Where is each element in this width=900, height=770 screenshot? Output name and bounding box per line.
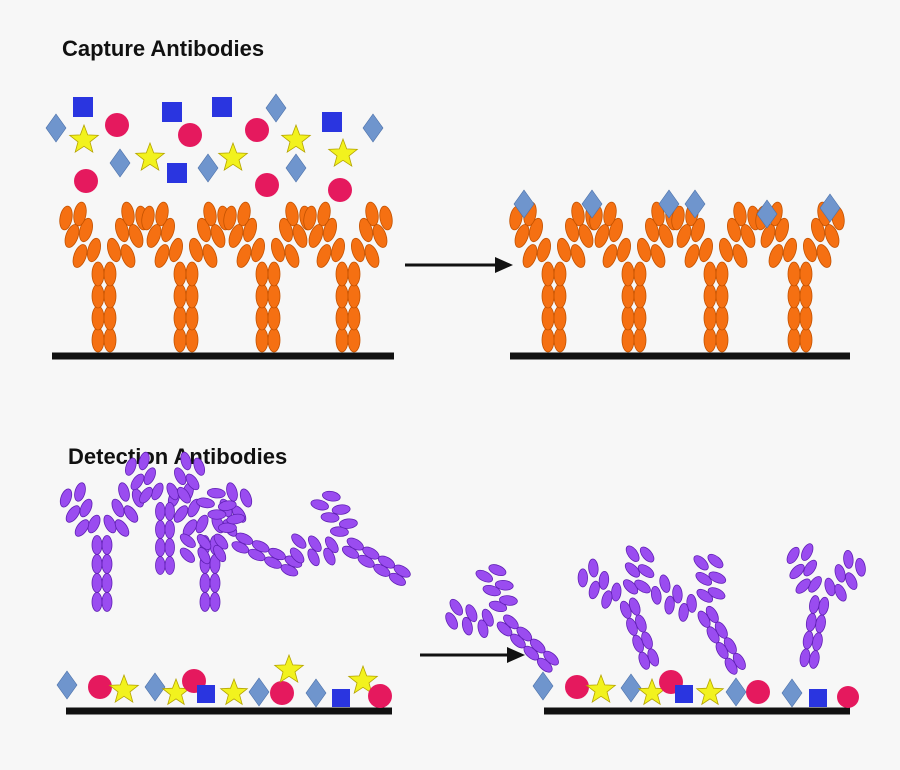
antigen-diamond-icon	[305, 678, 327, 708]
antigen-diamond-icon	[56, 670, 78, 700]
molecule-square-icon	[322, 112, 342, 132]
arrow	[405, 257, 513, 273]
capture-antibody	[141, 201, 231, 353]
detection-panel-before	[56, 451, 411, 715]
molecule-star-icon	[134, 141, 166, 172]
antigen-diamond-icon	[144, 672, 166, 702]
antigen-diamond-icon	[248, 677, 270, 707]
molecule-square-icon	[162, 102, 182, 122]
arrows	[405, 257, 525, 663]
capture-panel-after	[509, 189, 850, 360]
molecule-circle-icon	[837, 686, 859, 708]
detection-antibodies-title: Detection Antibodies	[68, 444, 288, 469]
antigen-diamond-icon	[684, 189, 706, 219]
detection-antibody	[650, 553, 746, 675]
capture-antibody	[589, 201, 679, 353]
capture-antibody	[303, 201, 393, 353]
molecule-square-icon	[212, 97, 232, 117]
detection-antibody	[577, 545, 660, 670]
molecule-star-icon	[347, 664, 379, 695]
antigen-diamond-icon	[532, 671, 554, 701]
molecule-circle-icon	[255, 173, 279, 197]
antigen-diamond-icon	[109, 148, 131, 178]
molecule-star-icon	[68, 123, 100, 154]
molecule-square-icon	[197, 685, 215, 703]
detection-antibody	[124, 451, 206, 575]
capture-antibodies-title: Capture Antibodies	[62, 36, 265, 61]
molecule-circle-icon	[88, 675, 112, 699]
capture-antibody	[59, 201, 149, 353]
molecule-circle-icon	[74, 169, 98, 193]
molecule-circle-icon	[368, 684, 392, 708]
molecule-star-icon	[695, 677, 725, 706]
detection-antibody	[289, 490, 411, 586]
capture-antibody	[671, 201, 761, 353]
antigen-diamond-icon	[513, 189, 535, 219]
molecule-star-icon	[585, 673, 617, 704]
antigen-diamond-icon	[658, 189, 680, 219]
detection-panel-after	[445, 543, 866, 715]
capture-antibody	[509, 201, 599, 353]
detection-antibody	[59, 482, 145, 612]
antigen-diamond-icon	[285, 153, 307, 183]
antigen-diamond-icon	[781, 678, 803, 708]
molecule-square-icon	[675, 685, 693, 703]
antigen-diamond-icon	[265, 93, 287, 123]
molecule-star-icon	[280, 123, 312, 154]
molecule-square-icon	[167, 163, 187, 183]
antigen-diamond-icon	[45, 113, 67, 143]
molecule-circle-icon	[245, 118, 269, 142]
molecule-circle-icon	[178, 123, 202, 147]
molecule-star-icon	[217, 141, 249, 172]
antigen-diamond-icon	[581, 189, 603, 219]
molecule-circle-icon	[105, 113, 129, 137]
arrow	[420, 647, 525, 663]
molecule-circle-icon	[746, 680, 770, 704]
detection-antibody	[786, 543, 866, 669]
antigen-diamond-icon	[725, 677, 747, 707]
molecule-star-icon	[108, 673, 140, 704]
antigen-diamond-icon	[819, 193, 841, 223]
antigen-diamond-icon	[362, 113, 384, 143]
molecule-square-icon	[809, 689, 827, 707]
molecule-circle-icon	[565, 675, 589, 699]
antigen-diamond-icon	[620, 673, 642, 703]
antigen-diamond-icon	[197, 153, 219, 183]
molecule-star-icon	[273, 653, 305, 684]
molecule-square-icon	[73, 97, 93, 117]
antigen-diamond-icon	[756, 199, 778, 229]
detection-antibody	[179, 488, 303, 577]
molecule-star-icon	[327, 137, 359, 168]
detection-antibody	[445, 564, 559, 673]
capture-antibody	[223, 201, 313, 353]
capture-panel-before	[45, 93, 394, 360]
molecule-circle-icon	[270, 681, 294, 705]
molecule-square-icon	[332, 689, 350, 707]
molecule-star-icon	[219, 677, 249, 706]
molecule-circle-icon	[328, 178, 352, 202]
